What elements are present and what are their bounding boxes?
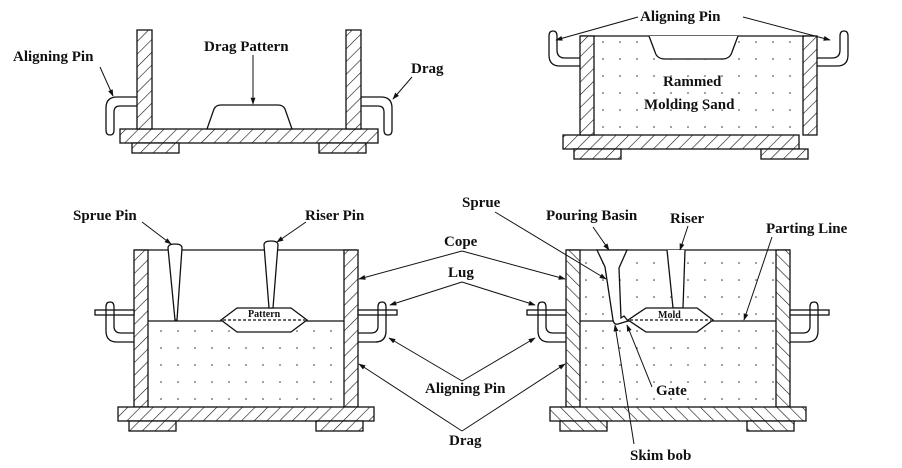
aligning-pin-left [105, 96, 137, 136]
label-riser-pin: Riser Pin [305, 208, 365, 224]
shared-labels: Cope Lug Aligning Pin Drag [358, 234, 566, 449]
leader-aligning-pin-right [461, 337, 536, 382]
label-parting-line: Parting Line [766, 221, 848, 237]
leader-drag-1 [392, 76, 413, 100]
label-riser: Riser [670, 211, 704, 227]
board-foot-right-3 [315, 420, 364, 432]
leader-gate [626, 324, 653, 388]
drag-wall-right [345, 29, 362, 130]
cope-wall-left-4 [565, 249, 581, 408]
leader-riser [679, 225, 689, 251]
aligning-pin-right-3 [358, 301, 387, 343]
drag-sand-fill-3 [148, 321, 344, 407]
aligning-pin-left-2 [548, 30, 580, 67]
leader-aligning-pin-1 [99, 66, 114, 97]
leader-sprue-pin [141, 221, 172, 245]
label-drag-pattern: Drag Pattern [204, 39, 289, 55]
pattern-cavity-impression [648, 35, 739, 60]
aligning-pin-left-4 [537, 301, 566, 343]
board-foot-left-3 [128, 420, 177, 432]
label-lug: Lug [448, 265, 474, 281]
label-cope: Cope [444, 234, 478, 250]
aligning-pin-right-4 [790, 301, 819, 343]
board-foot-left [131, 142, 180, 154]
leader-riser-pin [276, 221, 307, 243]
aligning-pin-left-3 [105, 301, 134, 343]
sprue-pin [167, 243, 183, 321]
leader-cope-left [358, 250, 463, 280]
label-pouring-basin: Pouring Basin [546, 208, 638, 224]
label-aligning-pin-shared: Aligning Pin [425, 381, 506, 397]
leader-aligning-pin-2a [555, 16, 639, 41]
label-sprue: Sprue [462, 195, 501, 211]
leader-lug-right [461, 281, 536, 306]
label-drag-1: Drag [411, 61, 444, 77]
drag-pattern-shape [206, 104, 293, 130]
sprue-channel [595, 249, 630, 325]
panel-drag-with-pattern: Aligning Pin Drag Pattern Drag [13, 29, 444, 154]
label-skim-bob: Skim bob [630, 448, 691, 464]
leader-aligning-pin-left [388, 337, 463, 382]
aligning-pin-right [361, 96, 393, 136]
label-sprue-pin: Sprue Pin [73, 208, 137, 224]
leader-drag-left [358, 363, 463, 432]
label-mold: Mold [658, 310, 681, 321]
drag-wall-left [136, 29, 153, 130]
board-foot-left-4 [559, 420, 608, 432]
bottom-board-3 [117, 406, 375, 422]
label-aligning-pin-2: Aligning Pin [640, 9, 721, 25]
drag-wall-right-2 [802, 35, 818, 136]
board-foot-right [318, 142, 367, 154]
leader-pouring-basin [592, 226, 610, 251]
label-aligning-pin-1: Aligning Pin [13, 49, 94, 65]
leader-skim-bob [613, 324, 635, 445]
bottom-board-4 [549, 406, 807, 422]
leader-drag-right [461, 363, 566, 432]
label-molding-sand: Molding Sand [644, 97, 735, 113]
leader-parting-line [743, 236, 773, 321]
panel-cope-with-pins: Pattern Sprue Pin Riser Pin [73, 208, 398, 432]
leader-aligning-pin-2b [742, 16, 831, 41]
label-rammed: Rammed [663, 74, 722, 90]
cope-wall-left-3 [133, 249, 149, 408]
molding-board-2 [562, 134, 800, 150]
label-drag-shared: Drag [449, 433, 482, 449]
riser-pin [263, 240, 279, 309]
label-gate: Gate [656, 383, 687, 399]
molding-board [119, 128, 379, 144]
cope-wall-right-4 [775, 249, 791, 408]
board-foot-right-2 [760, 148, 809, 160]
leader-sprue [494, 211, 607, 280]
cope-wall-right-3 [343, 249, 359, 408]
panel-rammed-drag: Aligning Pin Rammed Molding Sand [548, 9, 849, 160]
aligning-pin-right-2 [817, 30, 849, 67]
drag-wall-left-2 [579, 35, 595, 136]
panel-finished-mold: Mold Sprue Pouring Basin Riser Parting L… [462, 195, 848, 464]
board-foot-left-2 [573, 148, 622, 160]
leader-cope-right [461, 250, 566, 280]
label-pattern: Pattern [248, 309, 281, 320]
leader-lug-left [389, 281, 463, 306]
board-foot-right-4 [746, 420, 795, 432]
